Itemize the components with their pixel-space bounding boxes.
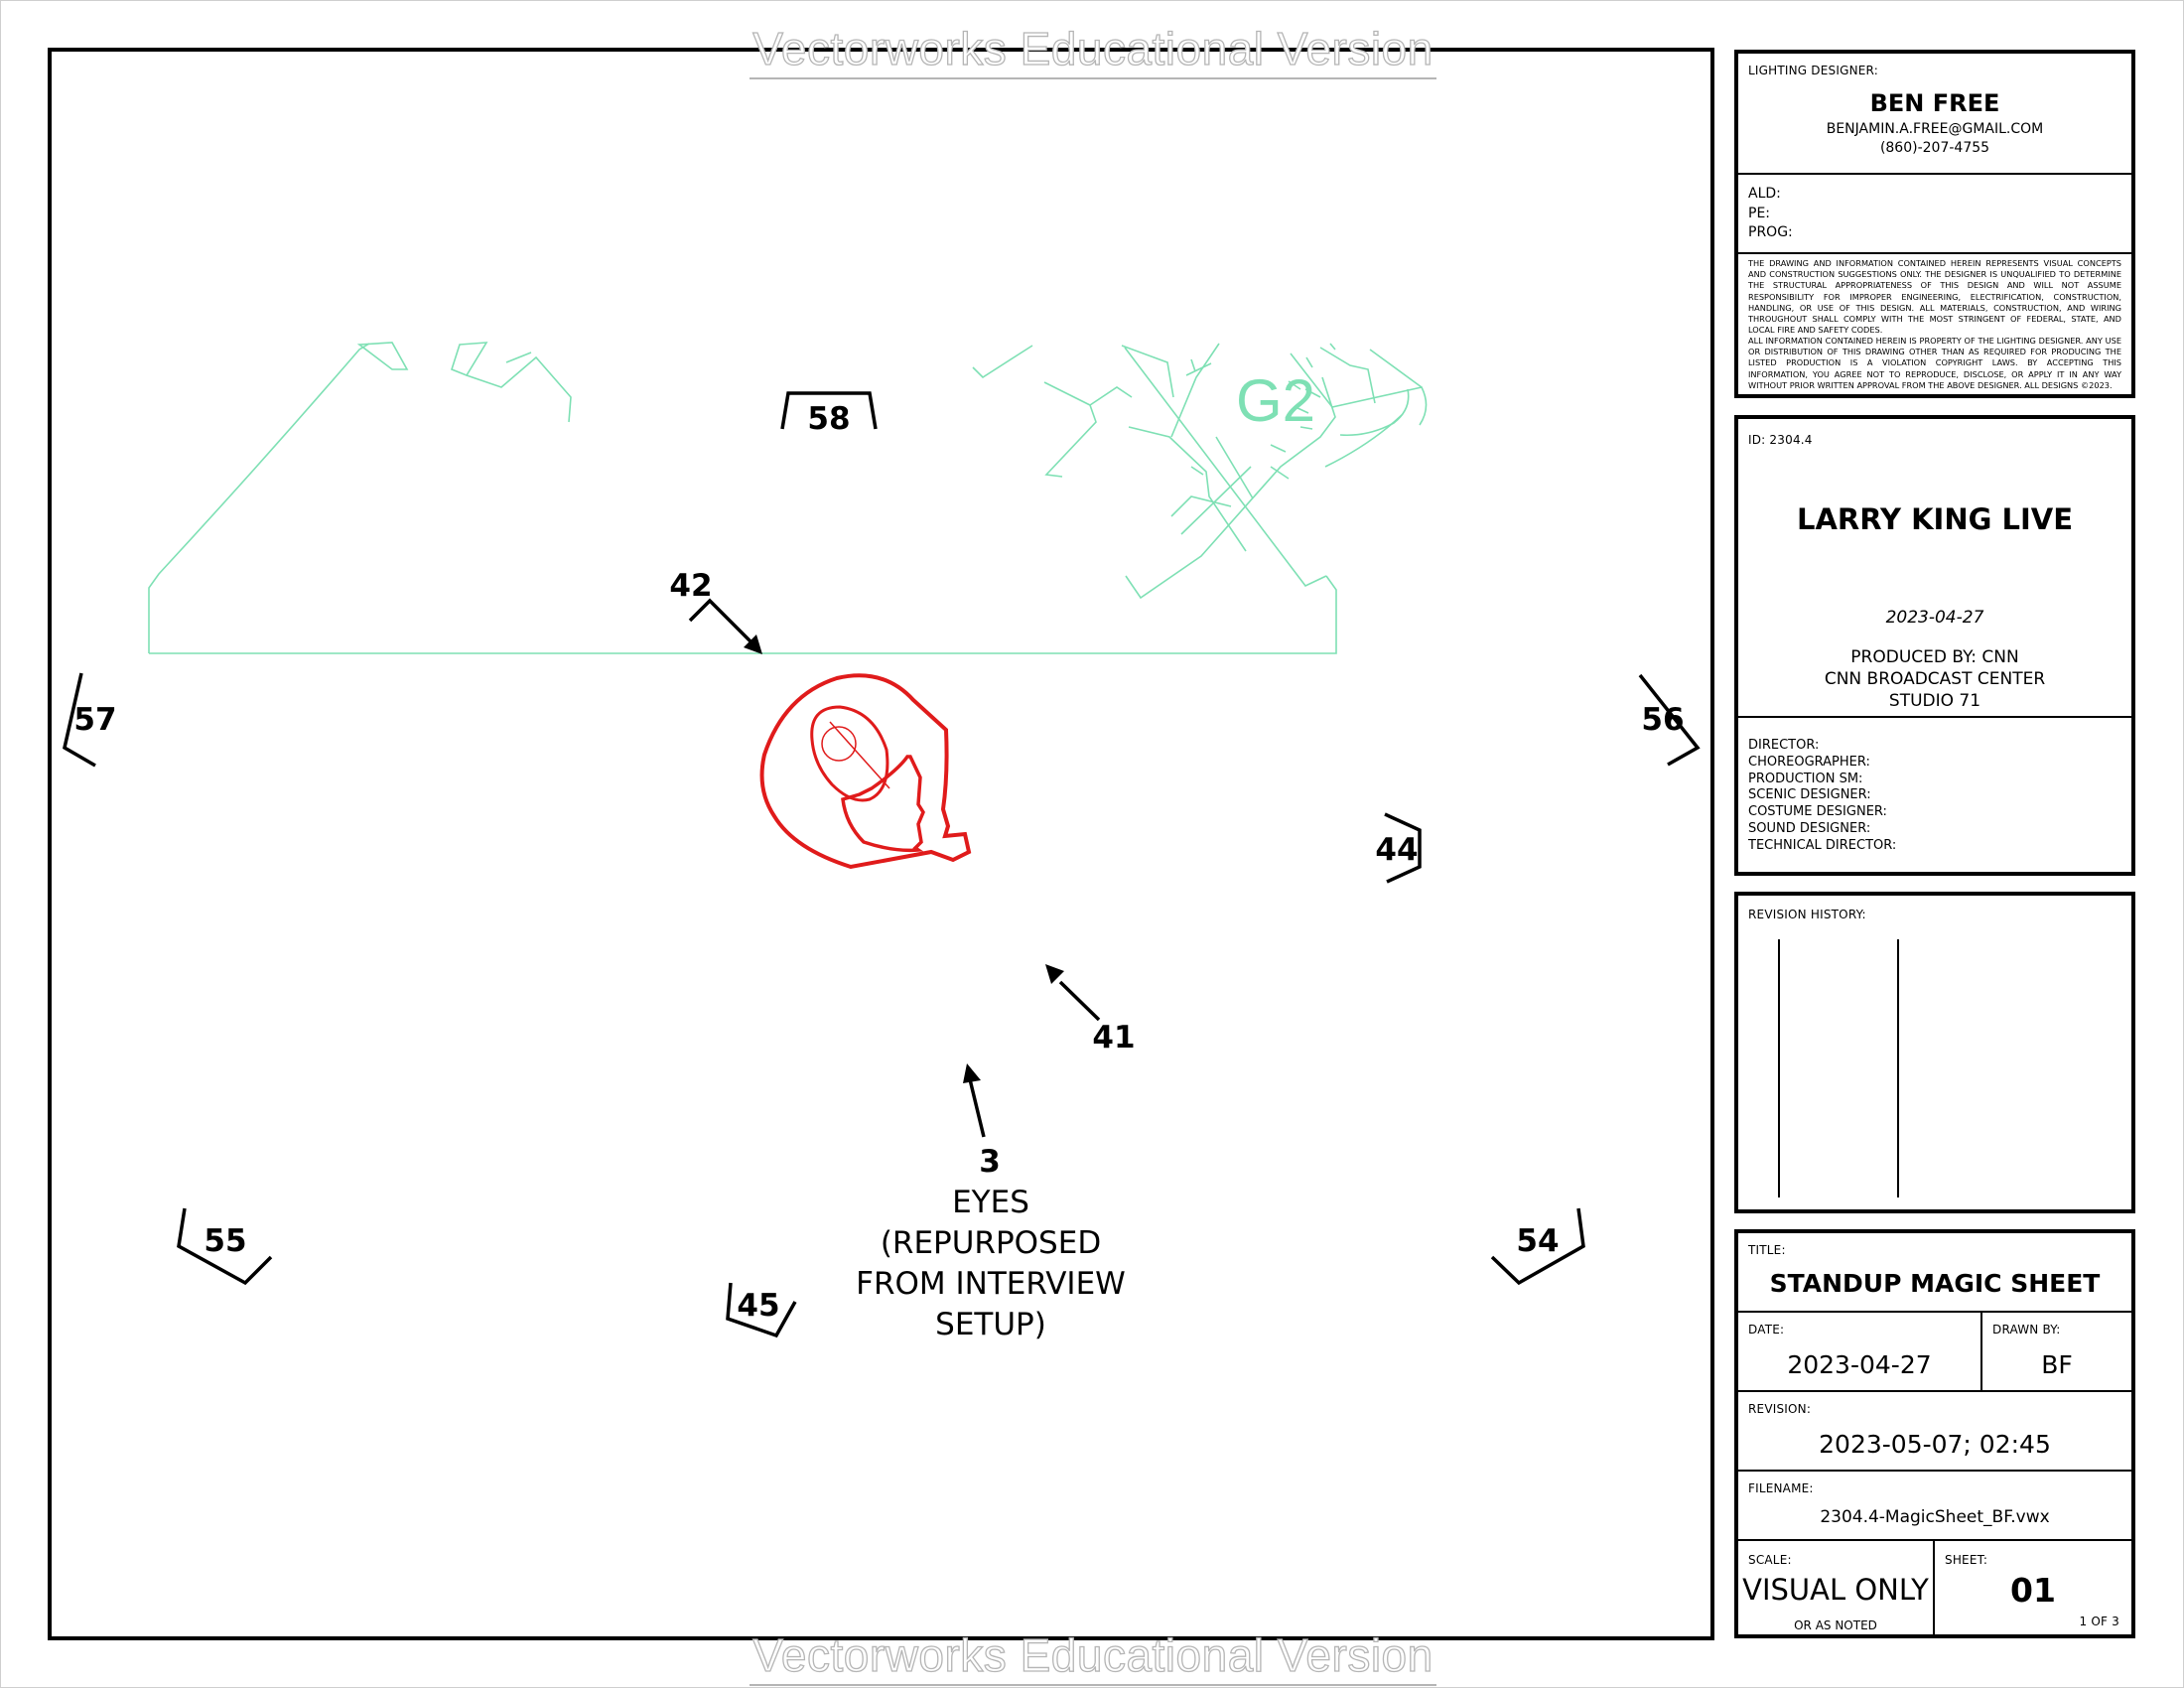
assistants-section: ALD: PE: PROG: — [1738, 175, 2131, 254]
sheet-cell: SHEET: 01 1 OF 3 — [1935, 1541, 2131, 1638]
title-section: TITLE: STANDUP MAGIC SHEET — [1738, 1233, 2131, 1313]
revision-label: REVISION: — [1748, 1402, 1812, 1416]
sheet-number: 01 — [2010, 1571, 2056, 1610]
revision-column-line-1 — [1778, 939, 1780, 1197]
designer-name: BEN FREE — [1869, 89, 2000, 117]
studio: STUDIO 71 — [1888, 691, 1981, 711]
scenery-label-g2: G2 — [1236, 367, 1315, 434]
sheet-count: 1 OF 3 — [2079, 1615, 2119, 1628]
position-brackets — [63, 391, 1701, 1338]
position-label-55: 55 — [204, 1223, 246, 1259]
sound-designer-label: SOUND DESIGNER: — [1748, 820, 1871, 836]
position-bracket-44 — [1384, 812, 1422, 884]
production-section: ID: 2304.4 LARRY KING LIVE 2023-04-27 PR… — [1738, 419, 2131, 718]
drawn-by-cell: DRAWN BY: BF — [1982, 1313, 2131, 1390]
disclaimer-paragraph-1: THE DRAWING AND INFORMATION CONTAINED HE… — [1748, 258, 2121, 336]
position-label-58: 58 — [807, 401, 850, 437]
filename-section: FILENAME: 2304.4-MagicSheet_BF.vwx — [1738, 1472, 2131, 1541]
designer-label: LIGHTING DESIGNER: — [1748, 64, 1878, 77]
note-line-4: SETUP) — [935, 1307, 1046, 1342]
position-label-45: 45 — [737, 1288, 779, 1324]
position-label-54: 54 — [1516, 1223, 1559, 1259]
focus-arrows — [688, 598, 1101, 1138]
note-line-1: EYES — [952, 1185, 1029, 1220]
arrow-41-shaft — [1058, 980, 1101, 1022]
scale-cell: SCALE: VISUAL ONLY OR AS NOTED — [1738, 1541, 1935, 1638]
title-label: TITLE: — [1748, 1243, 1786, 1257]
arrow-label-3: 3 — [979, 1144, 1001, 1180]
team-section: DIRECTOR: CHOREOGRAPHER: PRODUCTION SM: … — [1738, 718, 2131, 876]
sheet-info-box: TITLE: STANDUP MAGIC SHEET DATE: 2023-04… — [1734, 1229, 2135, 1638]
arrow-label-41: 41 — [1092, 1020, 1135, 1055]
revision-section: REVISION: 2023-05-07; 02:45 — [1738, 1392, 2131, 1472]
note-line-2: (REPURPOSED — [881, 1225, 1101, 1261]
position-bracket-57 — [63, 672, 96, 768]
revision-history-label: REVISION HISTORY: — [1748, 908, 1866, 921]
scale-sheet-section: SCALE: VISUAL ONLY OR AS NOTED SHEET: 01… — [1738, 1541, 2131, 1638]
pe-label: PE: — [1748, 205, 1771, 221]
position-bracket-45 — [726, 1282, 797, 1338]
position-label-57: 57 — [73, 702, 116, 738]
drawn-by: BF — [2041, 1350, 2073, 1379]
position-label-56: 56 — [1641, 702, 1684, 738]
watermark-bottom: Vectorworks Educational Version — [750, 1628, 1436, 1686]
revision-history-box: REVISION HISTORY: — [1734, 892, 2135, 1213]
arrow-41-head — [1045, 964, 1064, 984]
scenic-designer-label: SCENIC DESIGNER: — [1748, 787, 1871, 803]
revision-column-line-2 — [1897, 939, 1899, 1197]
performer-figure — [759, 673, 972, 870]
arrow-3-head — [963, 1063, 981, 1083]
sheet-label: SHEET: — [1945, 1553, 1988, 1567]
arrow-label-42: 42 — [669, 568, 712, 604]
date-cell: DATE: 2023-04-27 — [1738, 1313, 1982, 1390]
director-label: DIRECTOR: — [1748, 738, 1820, 753]
position-bracket-58 — [780, 391, 878, 430]
disclaimer-section: THE DRAWING AND INFORMATION CONTAINED HE… — [1738, 254, 2131, 398]
filename-value: 2304.4-MagicSheet_BF.vwx — [1820, 1507, 2050, 1527]
filename-label: FILENAME: — [1748, 1481, 1814, 1495]
venue: CNN BROADCAST CENTER — [1824, 669, 2046, 689]
sheet-date: 2023-04-27 — [1787, 1350, 1932, 1379]
technical-director-label: TECHNICAL DIRECTOR: — [1748, 837, 1897, 853]
eyes-note: EYES (REPURPOSED FROM INTERVIEW SETUP) — [856, 1185, 1126, 1342]
date-drawn-section: DATE: 2023-04-27 DRAWN BY: BF — [1738, 1313, 2131, 1392]
costume-designer-label: COSTUME DESIGNER: — [1748, 804, 1887, 820]
arrow-42-head — [744, 634, 762, 654]
date-label: DATE: — [1748, 1323, 1785, 1336]
disclaimer-paragraph-2: ALL INFORMATION CONTAINED HEREIN IS PROP… — [1748, 336, 2121, 390]
position-bracket-55 — [177, 1207, 273, 1286]
scale-label: SCALE: — [1748, 1553, 1792, 1567]
designer-phone: (860)-207-4755 — [1879, 140, 1990, 156]
scale-value: VISUAL ONLY — [1742, 1573, 1929, 1607]
production-box: ID: 2304.4 LARRY KING LIVE 2023-04-27 PR… — [1734, 415, 2135, 876]
ald-label: ALD: — [1748, 186, 1781, 202]
sheet-title: STANDUP MAGIC SHEET — [1769, 1269, 2101, 1298]
drawing-border — [48, 48, 1714, 1640]
position-bracket-54 — [1490, 1207, 1585, 1286]
production-sm-label: PRODUCTION SM: — [1748, 771, 1863, 786]
production-date: 2023-04-27 — [1885, 608, 1984, 628]
scenery-outline — [148, 342, 1428, 654]
produced-by: PRODUCED BY: CNN — [1850, 647, 2019, 667]
scale-note: OR AS NOTED — [1794, 1618, 1877, 1632]
prog-label: PROG: — [1748, 224, 1793, 240]
arrow-3-shaft — [968, 1078, 986, 1138]
watermark-top: Vectorworks Educational Version — [750, 22, 1436, 79]
production-id: ID: 2304.4 — [1748, 433, 1813, 447]
choreographer-label: CHOREOGRAPHER: — [1748, 754, 1870, 770]
designer-section: LIGHTING DESIGNER: BEN FREE BENJAMIN.A.F… — [1738, 54, 2131, 175]
arrow-42-shaft — [688, 598, 757, 648]
arrow-heads — [744, 634, 1064, 1083]
designer-email: BENJAMIN.A.FREE@GMAIL.COM — [1826, 121, 2044, 137]
note-line-3: FROM INTERVIEW — [856, 1266, 1126, 1302]
production-name: LARRY KING LIVE — [1796, 502, 2074, 536]
position-bracket-56 — [1638, 673, 1701, 767]
designer-box: LIGHTING DESIGNER: BEN FREE BENJAMIN.A.F… — [1734, 50, 2135, 398]
revision-value: 2023-05-07; 02:45 — [1819, 1430, 2051, 1459]
drawn-by-label: DRAWN BY: — [1992, 1323, 2061, 1336]
position-label-44: 44 — [1375, 832, 1418, 868]
